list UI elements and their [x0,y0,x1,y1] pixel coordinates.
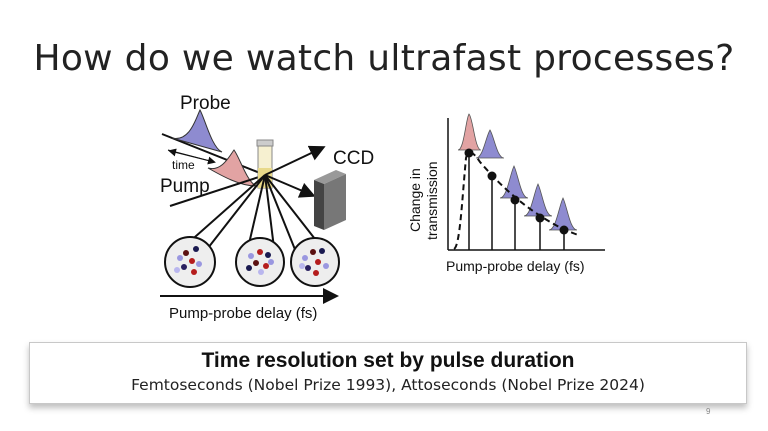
callout-box: Time resolution set by pulse duration Fe… [29,342,747,404]
snapshot-circle-2 [235,237,285,287]
left-figure: Probe Pump time CCD [160,93,374,322]
callout-heading: Time resolution set by pulse duration [201,349,575,372]
page-number: 9 [706,407,711,416]
cuvette-cap [256,139,274,147]
y-label-line2: transmission [424,161,440,240]
y-label-line1: Change in [407,168,423,232]
pump-pulse-plot [457,113,482,151]
data-points [464,148,569,235]
probe-label: Probe [180,93,231,114]
callout-subtext: Femtoseconds (Nobel Prize 1993), Attosec… [131,376,645,394]
ccd-detector [314,170,346,230]
left-axis-label: Pump-probe delay (fs) [169,305,317,322]
probe-beam [161,133,266,176]
pump-label: Pump [160,176,210,197]
snapshot-circle-1 [164,236,216,288]
beam-out-lower [264,174,316,198]
probe-pulse-plot-4 [548,197,578,231]
probe-pulse-plot-2 [499,165,529,199]
ccd-label: CCD [333,148,374,169]
right-axis-label: Pump-probe delay (fs) [446,258,585,274]
beam-out-upper [264,145,326,176]
probe-pulse-plot-3 [523,183,553,217]
snapshot-circle-3 [290,237,340,287]
pump-beam [169,174,266,207]
time-label: time [172,158,195,172]
probe-pulse [171,108,223,153]
pump-pulse [207,149,258,187]
probe-pulse-plot-1 [475,129,505,159]
right-figure: Change in transmission Pump-probe delay … [407,113,605,274]
slide-title: How do we watch ultrafast processes? [33,38,735,79]
